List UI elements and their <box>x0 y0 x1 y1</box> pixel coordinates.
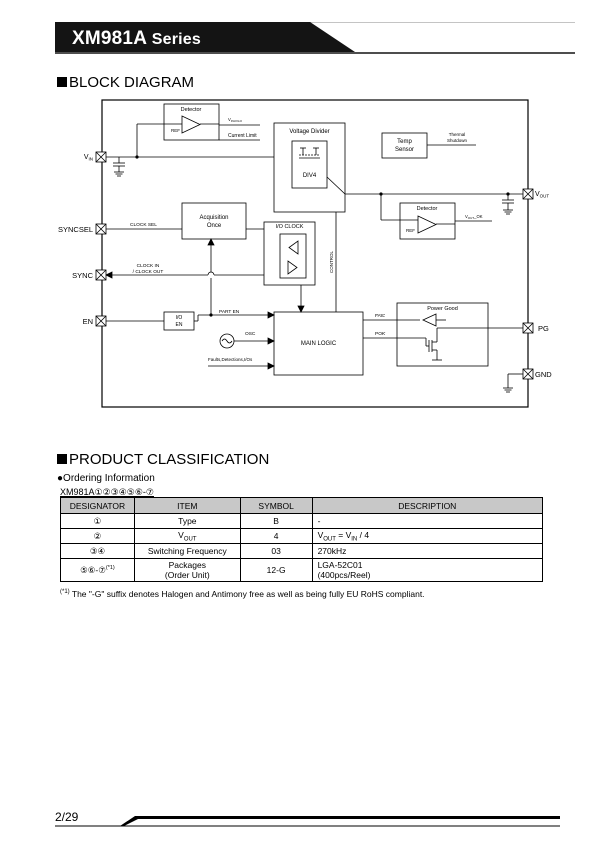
column-header-description: DESCRIPTION <box>311 497 544 514</box>
pok-label: POK <box>375 331 386 337</box>
description-cell: 270kHz <box>311 543 544 559</box>
pin-pg-label: PG <box>538 324 549 333</box>
column-header-symbol: SYMBOL <box>239 497 313 514</box>
section-heading-product-classification: PRODUCT CLASSIFICATION <box>57 451 269 468</box>
symbol-cell: 12-G <box>239 558 313 582</box>
io-en-label-line2: EN <box>176 322 183 328</box>
ordering-code: XM981A①②③④⑤⑥-⑦ <box>60 487 154 497</box>
item-cell: Packages(Order Unit) <box>133 558 241 582</box>
fail-label: FAIL <box>375 313 385 319</box>
description-cell: VOUT = VIN / 4 <box>311 528 544 544</box>
table-row: ② VOUT 4 VOUT = VIN / 4 <box>60 528 544 544</box>
pin-syncsel-label: SYNCSEL <box>58 225 93 234</box>
ref-right-label: REF <box>406 228 415 233</box>
buffer-in-icon <box>288 240 299 255</box>
symbol-cell: 03 <box>239 543 313 559</box>
ordering-information-heading: ●Ordering Information <box>57 473 155 484</box>
temp-sensor-label-line2: Sensor <box>395 147 414 153</box>
designator-cell: ⑤⑥-⑦(*1) <box>60 558 135 582</box>
power-good-label: Power Good <box>427 306 458 312</box>
designator-cell: ③④ <box>60 543 135 559</box>
pin-vin-label: VIN <box>84 154 93 162</box>
div4-label: DIV4 <box>303 173 317 179</box>
detector-top-label: Detector <box>181 107 202 113</box>
detector-top-block <box>163 103 220 141</box>
io-clock-block <box>263 221 316 286</box>
symbol-cell: B <box>239 513 313 529</box>
table-row: ⑤⑥-⑦(*1) Packages(Order Unit) 12-G LGA-5… <box>60 558 544 582</box>
item-cell: VOUT <box>133 528 241 544</box>
vout-ok-label: VOUT_OK <box>465 214 483 220</box>
header-band <box>55 22 575 54</box>
thermal-label-line1: Thermal <box>449 132 466 137</box>
column-header-item: ITEM <box>133 497 241 514</box>
osc-label: OSC <box>245 331 256 337</box>
symbol-cell: 4 <box>239 528 313 544</box>
acquisition-label-line1: Acquisition <box>199 215 228 221</box>
acquisition-once-block <box>181 202 247 240</box>
main-logic-label: MAIN LOGIC <box>301 341 337 347</box>
io-buffer-box <box>279 233 307 279</box>
page-number: 2/29 <box>55 810 79 824</box>
temp-sensor-label-line1: Temp <box>397 139 412 145</box>
div4-block <box>291 140 328 189</box>
power-good-buffer-icon <box>422 313 437 327</box>
pin-sync-icon <box>95 269 107 281</box>
io-en-label-line1: I/O <box>176 315 183 321</box>
table-row: ③④ Switching Frequency 03 270kHz <box>60 543 544 559</box>
document-title: XM981A Series <box>72 28 202 49</box>
ref-top-label: REF <box>171 128 180 133</box>
current-limit-label: Current Limit <box>228 133 257 139</box>
table-header-row: DESIGNATOR ITEM SYMBOL DESCRIPTION <box>60 497 544 514</box>
section-heading-block-diagram: BLOCK DIAGRAM <box>57 74 194 91</box>
vinuvlo-label: VINUVLO <box>228 117 243 123</box>
item-cell: Type <box>133 513 241 529</box>
voltage-divider-block <box>273 122 346 213</box>
square-bullet-icon <box>57 454 67 464</box>
comparator-right-icon <box>417 215 437 234</box>
square-bullet-icon <box>57 77 67 87</box>
clock-sel-label: CLOCK SEL <box>130 222 157 228</box>
buffer-out-icon <box>287 260 298 275</box>
pin-sync-label: SYNC <box>72 271 93 280</box>
description-cell: LGA-52C01(400pcs/Reel) <box>311 558 544 582</box>
column-header-designator: DESIGNATOR <box>60 497 135 514</box>
control-label: CONTROL <box>329 251 334 273</box>
ic-outline <box>101 99 529 408</box>
pin-gnd-label: GND <box>535 370 552 379</box>
clock-in-label: CLOCK IN <box>137 263 160 269</box>
acquisition-label-line2: Once <box>207 223 222 229</box>
pin-vout-label: VOUT <box>535 191 549 199</box>
ordering-table: DESIGNATOR ITEM SYMBOL DESCRIPTION ① Typ… <box>60 497 544 582</box>
designator-cell: ① <box>60 513 135 529</box>
thermal-label-line2: Shutdown <box>447 138 468 143</box>
part-en-label: PART EN <box>219 309 240 315</box>
designator-cell: ② <box>60 528 135 544</box>
io-clock-label: I/O CLOCK <box>276 224 304 230</box>
sync-arrow-icon <box>105 271 113 279</box>
pin-vin-icon <box>95 151 107 163</box>
voltage-divider-label: Voltage Divider <box>289 129 329 135</box>
main-logic-block <box>273 311 364 376</box>
block-diagram: Detector REF VINUVLO Current Limit Volta… <box>58 99 552 408</box>
pin-en-icon <box>95 315 107 327</box>
detector-right-label: Detector <box>417 206 438 212</box>
faults-label: Faults,Detections,I/Os <box>208 357 253 362</box>
temp-sensor-block <box>381 132 428 159</box>
pin-pg-icon <box>522 322 534 334</box>
comparator-top-icon <box>181 115 201 134</box>
footnote: (*1) The "-G" suffix denotes Halogen and… <box>60 589 425 599</box>
pin-syncsel-icon <box>95 223 107 235</box>
power-good-block <box>396 302 489 367</box>
header-band-graphic <box>55 22 575 54</box>
table-row: ① Type B - <box>60 513 544 529</box>
pin-en-label: EN <box>83 317 93 326</box>
clock-out-label: / CLOCK OUT <box>133 269 164 275</box>
description-cell: - <box>311 513 544 529</box>
pin-vout-icon <box>522 188 534 200</box>
item-cell: Switching Frequency <box>133 543 241 559</box>
pin-gnd-icon <box>522 368 534 380</box>
